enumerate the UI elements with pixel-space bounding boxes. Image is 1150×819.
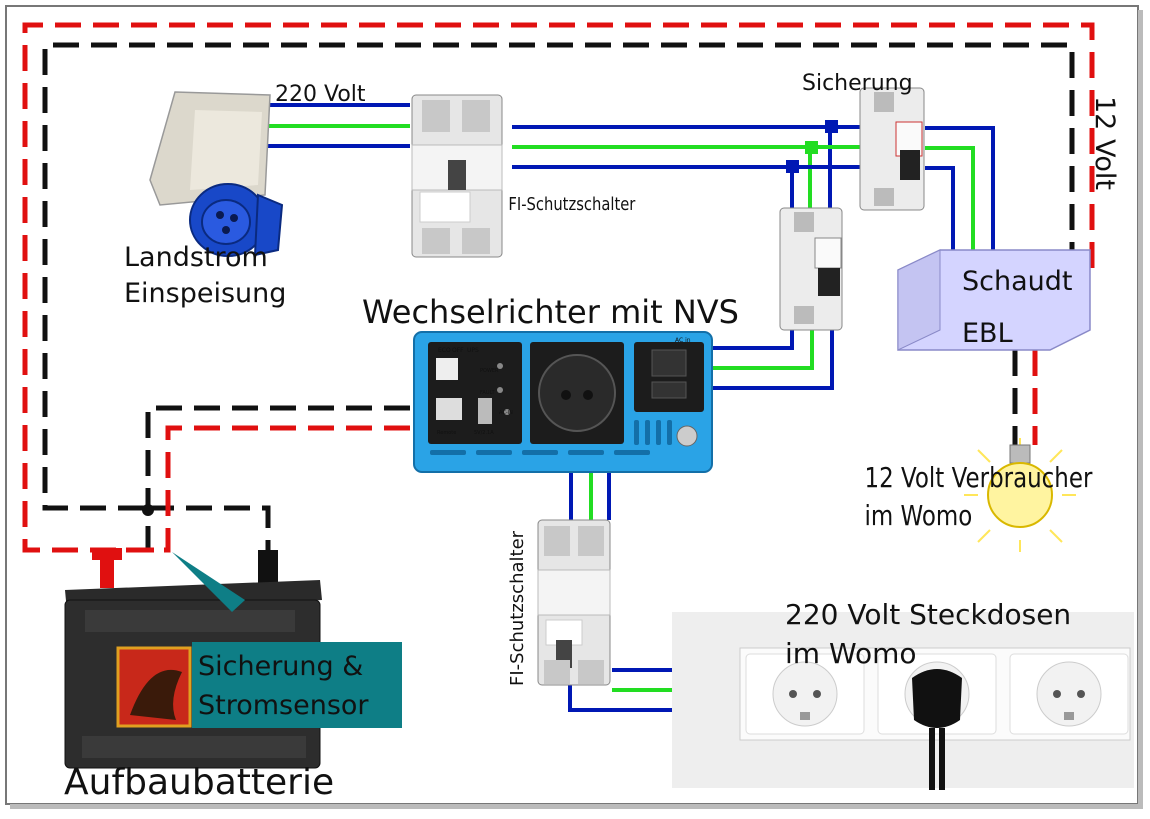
breaker-middle <box>779 207 843 331</box>
inverter: ECO OFF UPS POWER FAULT Remote 5V/2.1A A… <box>413 331 713 473</box>
inverter-label-usb: 5V/2.1A <box>474 430 494 436</box>
label-consumer: 12 Volt Verbraucher <box>864 462 1092 495</box>
label-landstrom: Landstrom <box>124 242 268 273</box>
label-sockets: 220 Volt Steckdosen <box>785 598 1071 631</box>
label-inverter: Wechselrichter mit NVS <box>362 293 739 331</box>
label-12-volt: 12 Volt <box>1089 96 1120 190</box>
sensor-callout <box>172 552 402 728</box>
dc-plus-wire <box>22 22 1095 553</box>
label-battery: Aufbaubatterie <box>64 762 334 803</box>
label-schaudt: Schaudt <box>962 266 1072 297</box>
label-fi-bottom: FI-Schutzschalter <box>507 530 528 686</box>
inverter-label-off: OFF <box>452 347 464 354</box>
inverter-label-acin: AC-IN <box>499 410 513 416</box>
rcd-bottom <box>537 519 611 686</box>
label-stromsensor: Stromsensor <box>198 690 369 721</box>
inverter-label-eco: ECO <box>438 347 451 354</box>
inverter-label-ups: UPS <box>467 347 479 354</box>
junction-markers <box>786 120 838 173</box>
label-fi-top: FI-Schutzschalter <box>508 194 635 215</box>
inverter-label-acin-right: AC in <box>675 337 691 344</box>
label-ebl: EBL <box>962 318 1013 349</box>
label-sicherung-sensor: Sicherung & <box>198 651 363 682</box>
inverter-plus-wire <box>115 425 410 553</box>
inverter-label-fault: FAULT <box>480 390 496 396</box>
label-einspeisung: Einspeisung <box>124 278 286 309</box>
ebl-box <box>897 249 1091 351</box>
wall-sockets <box>672 612 1134 790</box>
label-sockets-womo: im Womo <box>785 637 917 670</box>
label-220-volt: 220 Volt <box>275 82 366 107</box>
label-sicherung-top: Sicherung <box>802 71 913 96</box>
breaker-top <box>859 87 925 211</box>
lightbulb-icon <box>964 438 1076 552</box>
inverter-minus-wire <box>145 405 410 550</box>
label-consumer-womo: im Womo <box>864 500 972 533</box>
inverter-label-remote: Remote <box>437 430 456 436</box>
plug-icon <box>912 669 962 728</box>
shore-power-socket <box>149 91 284 257</box>
inverter-label-power: POWER <box>480 368 499 374</box>
rcd-top <box>411 94 503 258</box>
